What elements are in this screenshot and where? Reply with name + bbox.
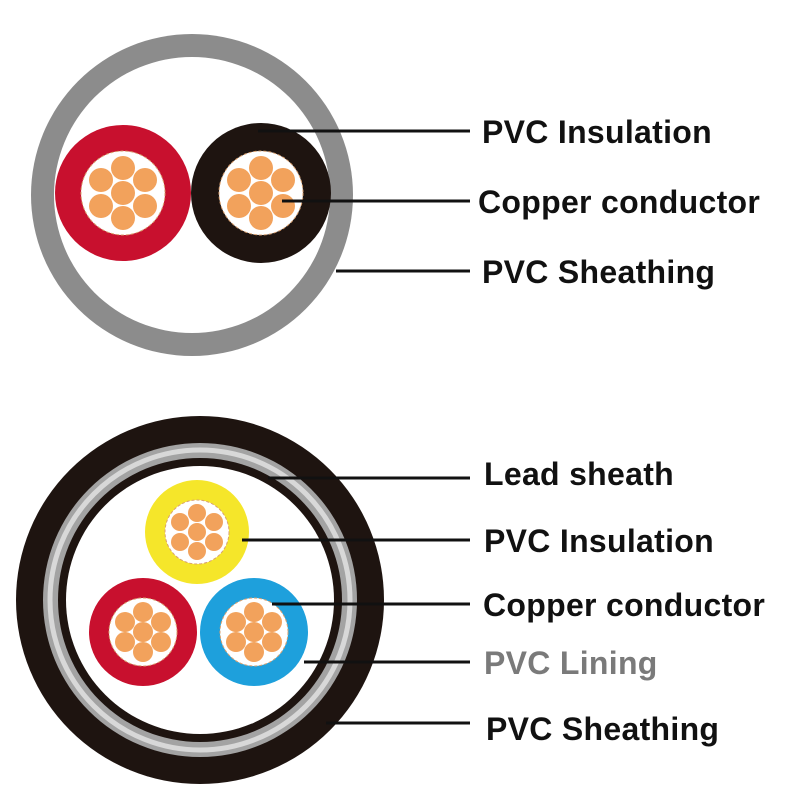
yellow-core-strands [171, 504, 223, 560]
strand [151, 612, 171, 632]
strand [205, 533, 223, 551]
strand [133, 602, 153, 622]
strand [111, 206, 135, 230]
label-copper-conductor-top: Copper conductor [478, 184, 760, 220]
strand [205, 513, 223, 531]
strand [271, 168, 295, 192]
three-core-cable: Lead sheath PVC Insulation Copper conduc… [16, 416, 765, 784]
strand [249, 156, 273, 180]
label-pvc-sheathing-top: PVC Sheathing [482, 254, 715, 290]
strand [111, 156, 135, 180]
strand [133, 622, 153, 642]
label-lead-sheath: Lead sheath [484, 456, 674, 492]
strand [151, 632, 171, 652]
strand [244, 622, 264, 642]
strand [244, 602, 264, 622]
black-core-strands [227, 156, 295, 230]
strand [188, 523, 206, 541]
top-leader-lines [258, 129, 470, 273]
strand [115, 632, 135, 652]
two-core-cable: PVC Insulation Copper conductor PVC Shea… [31, 34, 760, 356]
strand [133, 168, 157, 192]
strand [262, 612, 282, 632]
strand [227, 168, 251, 192]
strand [133, 194, 157, 218]
label-pvc-insulation-bottom: PVC Insulation [484, 523, 714, 559]
strand [188, 504, 206, 522]
label-pvc-sheathing-bottom: PVC Sheathing [486, 711, 719, 747]
strand [111, 181, 135, 205]
red-core-strands [89, 156, 157, 230]
strand [249, 181, 273, 205]
strand [244, 642, 264, 662]
strand [133, 642, 153, 662]
strand [227, 194, 251, 218]
bottom-leader-lines [242, 476, 470, 725]
strand [226, 612, 246, 632]
strand [171, 513, 189, 531]
strand [226, 632, 246, 652]
label-copper-conductor-bottom: Copper conductor [483, 587, 765, 623]
label-pvc-insulation-top: PVC Insulation [482, 114, 712, 150]
strand [89, 194, 113, 218]
label-pvc-lining: PVC Lining [484, 645, 658, 681]
strand [188, 542, 206, 560]
strand [171, 533, 189, 551]
strand [249, 206, 273, 230]
red-core-strands [115, 602, 171, 662]
blue-core-strands [226, 602, 282, 662]
strand [271, 194, 295, 218]
strand [262, 632, 282, 652]
lead-sheath-highlight [47, 447, 353, 753]
strand [115, 612, 135, 632]
strand [89, 168, 113, 192]
